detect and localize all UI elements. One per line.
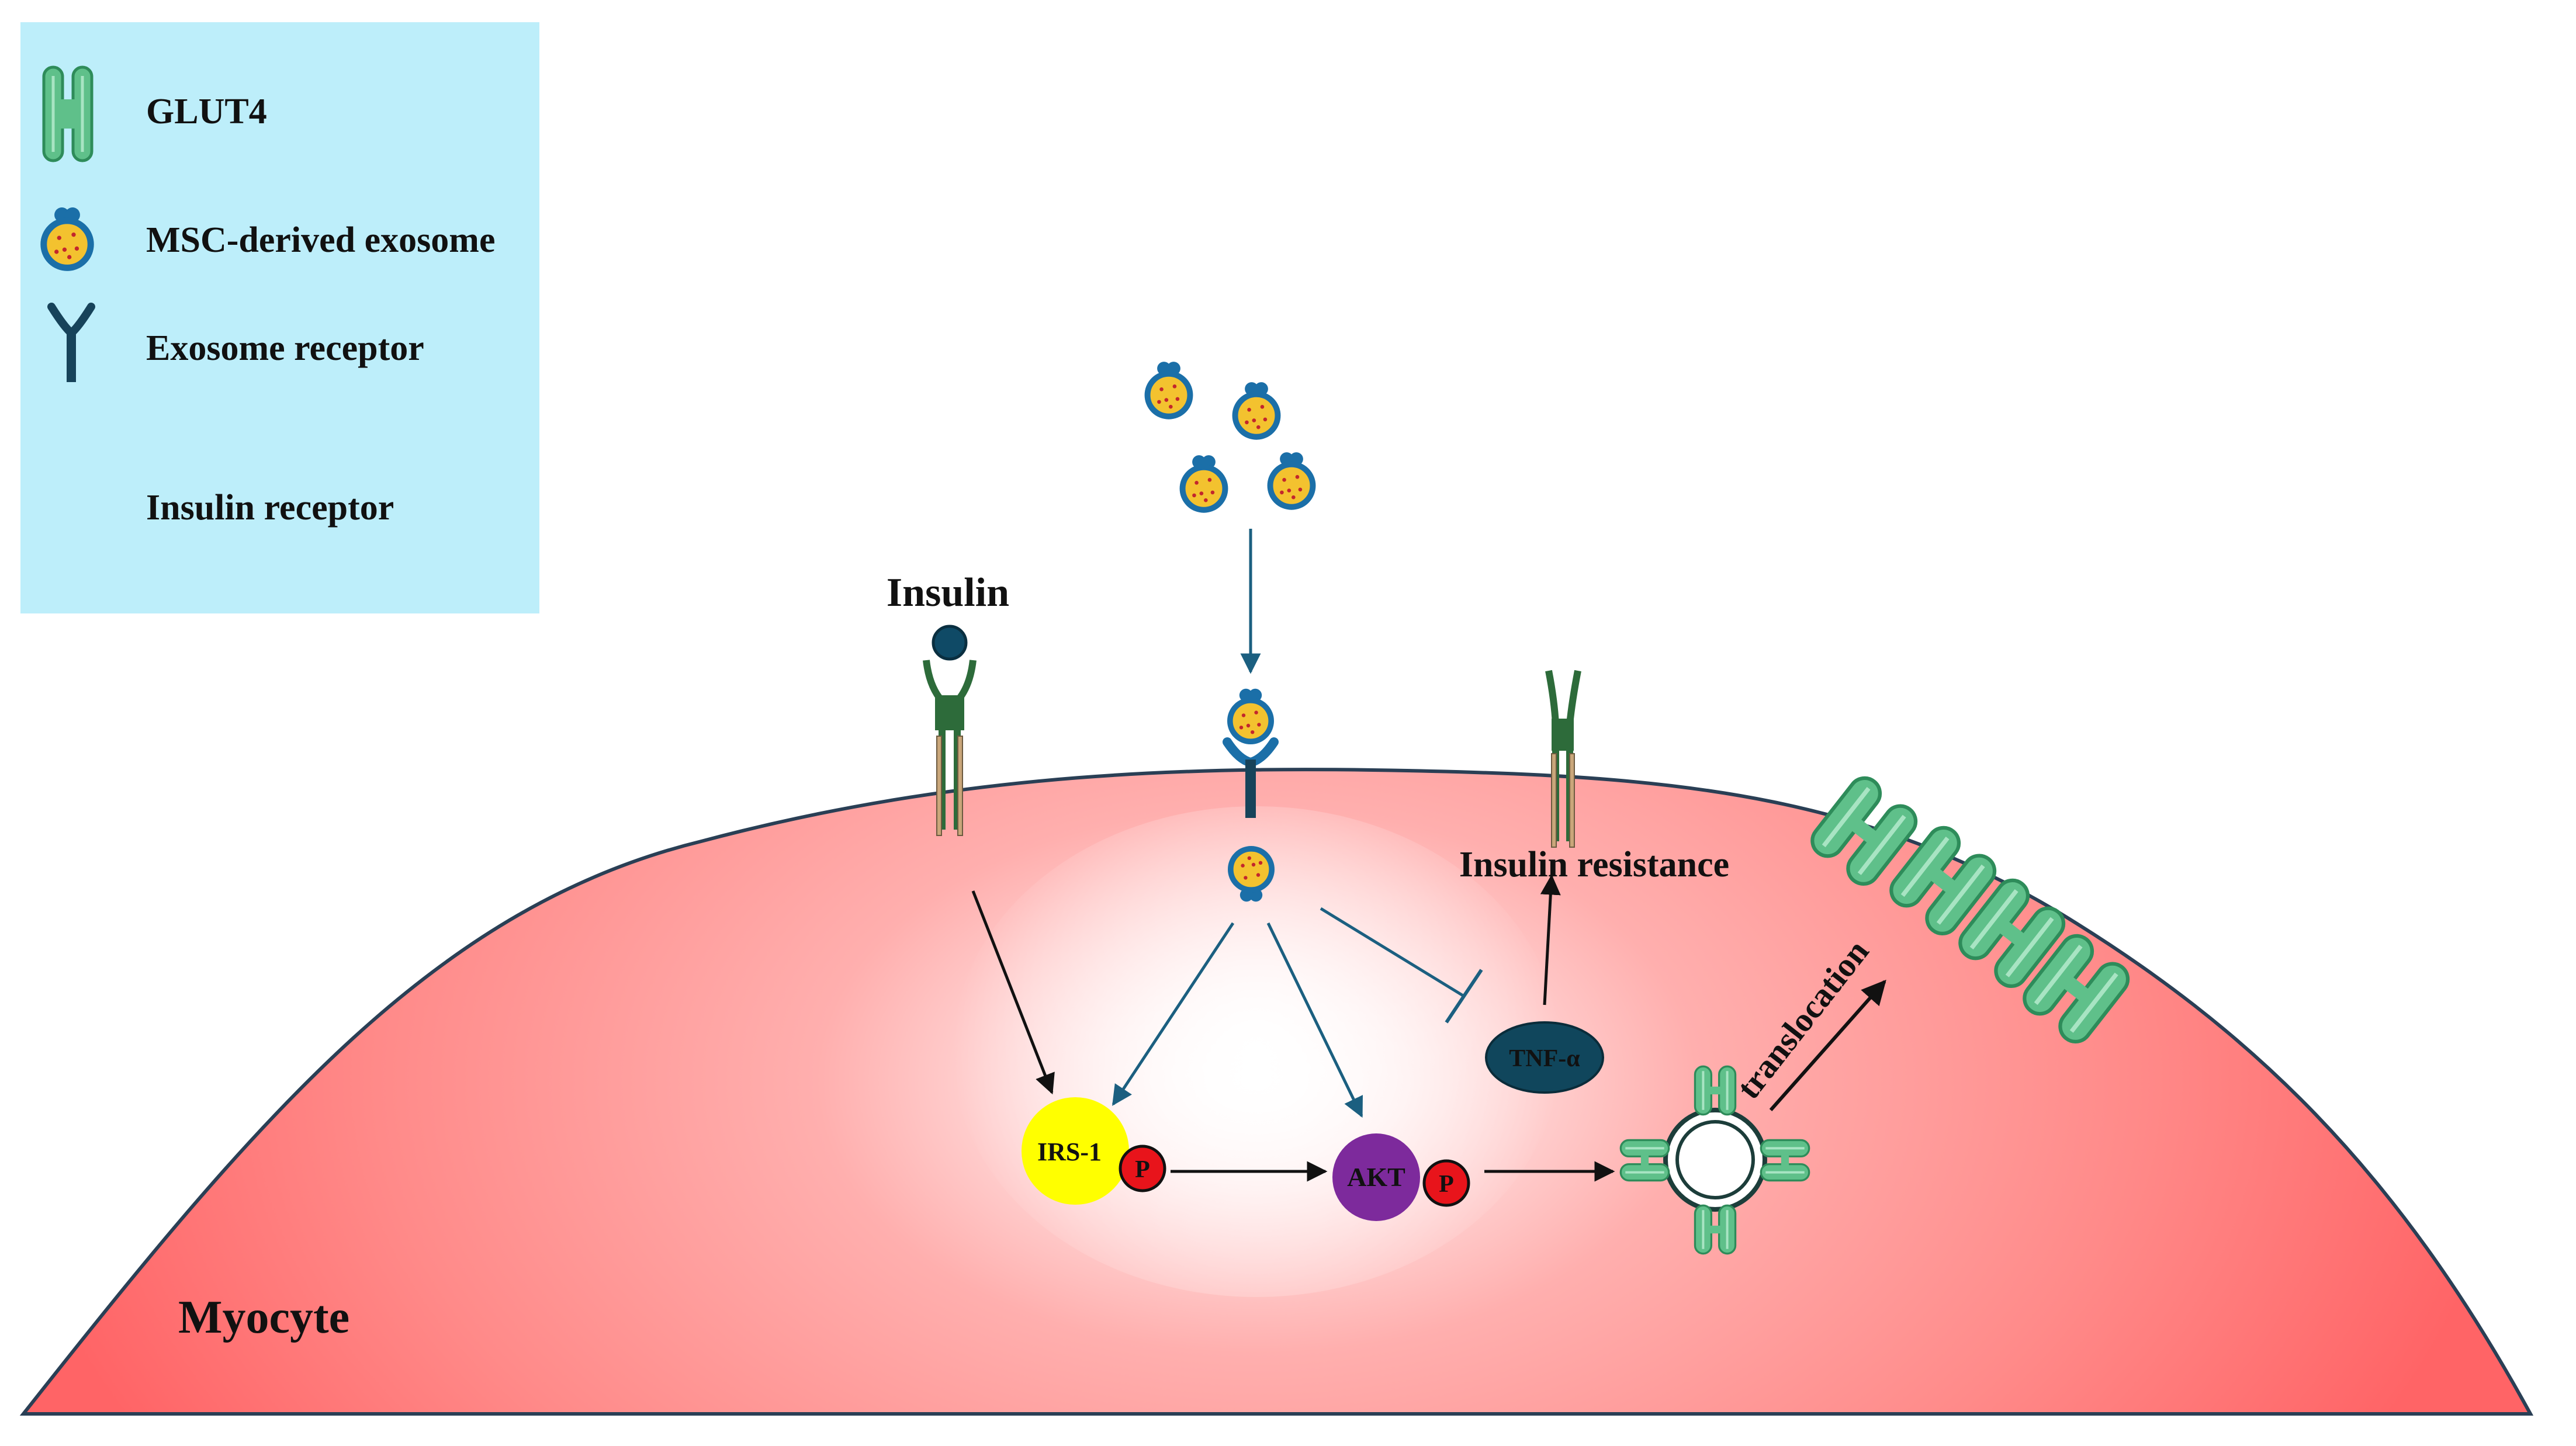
exosome-inhibits-tnf: [1320, 907, 1483, 1024]
translocation-arrow: [1769, 979, 1886, 1111]
insulin-receptor-right: [1545, 670, 1581, 848]
exosome-2: [1235, 382, 1278, 437]
insulin-receptor-left: [923, 625, 977, 836]
exosome-receptor-membrane: [1223, 737, 1279, 818]
glut4-icon: [42, 65, 94, 162]
akt-phospho: [1422, 1159, 1470, 1207]
glut4-vesicle: [1619, 1065, 1810, 1255]
akt-node: [1332, 1133, 1420, 1221]
exosome-to-irs1-arrow: [1112, 922, 1235, 1106]
exosome-1: [1148, 362, 1190, 417]
exosome-receptor-icon: [47, 303, 95, 382]
exosome-bound: [1230, 689, 1271, 741]
exosome-to-akt-arrow: [1266, 922, 1363, 1118]
tnf-alpha-node: [1485, 1021, 1604, 1094]
insulin-to-irs1-arrow: [971, 890, 1055, 1095]
irs1-node: [1022, 1097, 1129, 1205]
exosome-3: [1183, 455, 1225, 510]
irs1-phospho: [1119, 1145, 1166, 1192]
legend-panel: [20, 22, 539, 613]
tnf-to-resistance-arrow: [1540, 874, 1561, 1005]
exosome-4: [1270, 452, 1313, 507]
